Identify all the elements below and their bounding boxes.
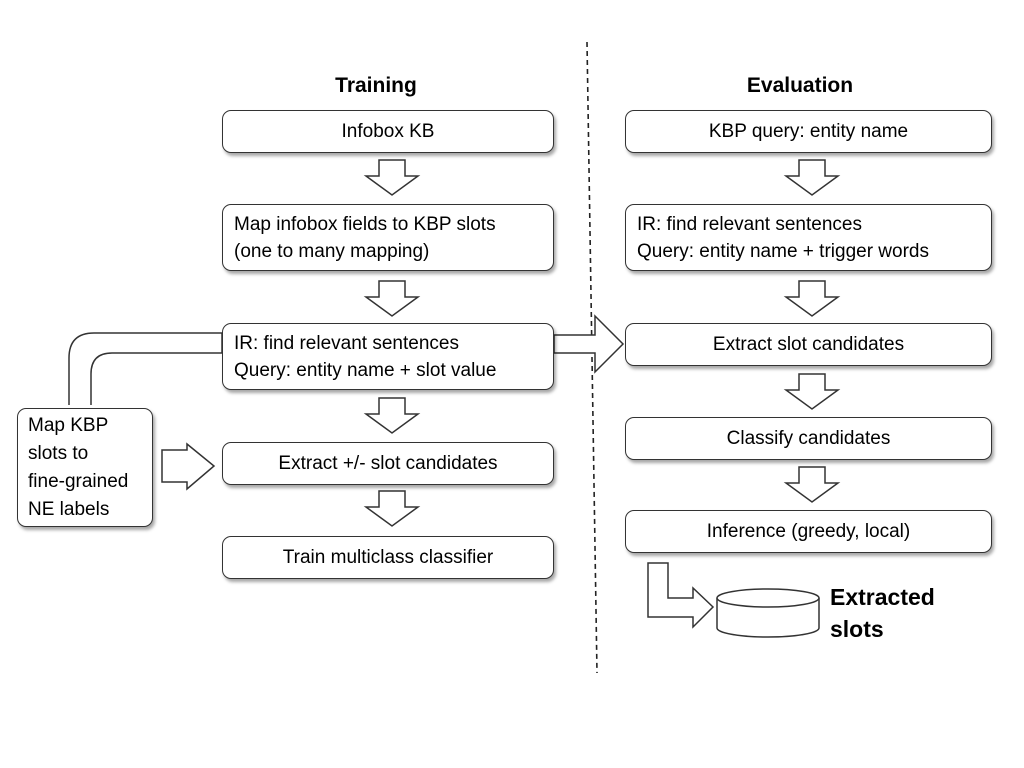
evaluation-ir-line-1: IR: find relevant sentences (637, 213, 862, 235)
evaluation-arrow-3 (783, 373, 841, 410)
evaluation-ir-box: IR: find relevant sentences Query: entit… (625, 204, 992, 271)
map-kbp-slots-box: Map KBP slots to fine-grained NE labels (17, 408, 153, 527)
kbp-query-box: KBP query: entity name (625, 110, 992, 153)
side-line-4: NE labels (28, 498, 110, 520)
map-fields-line-2: (one to many mapping) (234, 240, 430, 262)
training-heading: Training (335, 74, 417, 97)
training-arrow-1 (363, 159, 421, 196)
side-line-3: fine-grained (28, 470, 129, 492)
kbp-query-label: KBP query: entity name (708, 121, 909, 142)
classify-candidates-label: Classify candidates (726, 428, 891, 449)
infobox-kb-box: Infobox KB (222, 110, 554, 153)
side-to-ir-bent-arrow (68, 332, 223, 405)
training-ir-line-1: IR: find relevant sentences (234, 332, 459, 354)
side-line-1: Map KBP (28, 414, 109, 436)
extracted-slots-database-icon (716, 588, 820, 638)
extract-slot-candidates-box: Extract slot candidates (625, 323, 992, 366)
evaluation-down-arrows (783, 159, 841, 503)
training-ir-box: IR: find relevant sentences Query: entit… (222, 323, 554, 390)
training-arrow-2 (363, 280, 421, 317)
extracted-slots-line-2: slots (830, 616, 884, 642)
classify-candidates-box: Classify candidates (625, 417, 992, 460)
map-fields-line-1: Map infobox fields to KBP slots (234, 213, 496, 235)
side-to-extract-arrow (161, 442, 216, 491)
phase-divider-line (586, 41, 598, 674)
extract-pos-neg-candidates-box: Extract +/- slot candidates (222, 442, 554, 485)
training-arrow-3 (363, 397, 421, 434)
evaluation-arrow-4 (783, 466, 841, 503)
inference-to-slots-bent-arrow (647, 562, 715, 629)
inference-box: Inference (greedy, local) (625, 510, 992, 553)
evaluation-heading: Evaluation (746, 74, 854, 97)
ir-to-extract-cross-arrow (553, 314, 625, 374)
extracted-slots-line-1: Extracted (830, 584, 935, 610)
map-infobox-fields-box: Map infobox fields to KBP slots (one to … (222, 204, 554, 271)
infobox-kb-label: Infobox KB (341, 121, 435, 142)
evaluation-arrow-2 (783, 280, 841, 317)
train-classifier-label: Train multiclass classifier (282, 547, 494, 568)
extracted-slots-label: Extracted slots (830, 581, 970, 645)
training-down-arrows (363, 159, 421, 527)
inference-label: Inference (greedy, local) (706, 521, 911, 542)
extract-slot-candidates-label: Extract slot candidates (712, 334, 905, 355)
side-line-2: slots to (28, 442, 89, 464)
evaluation-arrow-1 (783, 159, 841, 196)
training-ir-line-2: Query: entity name + slot value (234, 359, 497, 381)
evaluation-ir-line-2: Query: entity name + trigger words (637, 240, 929, 262)
train-classifier-box: Train multiclass classifier (222, 536, 554, 579)
training-arrow-4 (363, 490, 421, 527)
extract-pos-neg-candidates-label: Extract +/- slot candidates (278, 453, 498, 474)
